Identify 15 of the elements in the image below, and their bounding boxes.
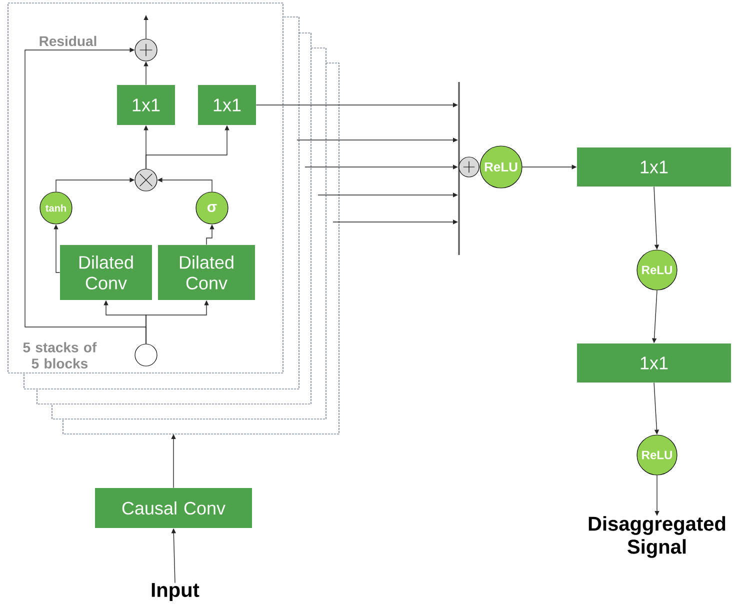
layer-box: 1x1 xyxy=(577,148,731,186)
sum-circle xyxy=(458,156,480,178)
layer-box: 1x1 xyxy=(198,85,256,125)
product-circle xyxy=(134,168,158,192)
layer-box: 1x1 xyxy=(577,344,731,382)
layer-box: Dilated Conv xyxy=(158,245,255,300)
output-label: Disaggregated Signal xyxy=(588,516,726,558)
input-circle xyxy=(134,344,158,366)
layer-box: Causal Conv xyxy=(95,488,252,528)
arrow xyxy=(24,48,146,344)
layer-box: Dilated Conv xyxy=(60,245,152,300)
input-label: Input xyxy=(152,583,200,601)
edge-label: Residual xyxy=(38,34,98,48)
sum-circle xyxy=(134,38,158,62)
layer-box: 1x1 xyxy=(117,85,175,125)
